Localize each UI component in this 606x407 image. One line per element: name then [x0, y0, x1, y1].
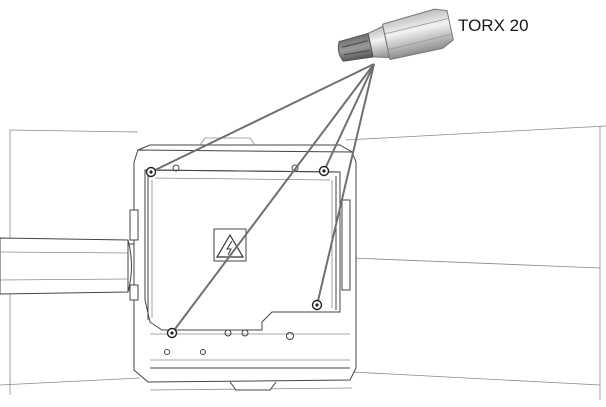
top-left-screw — [145, 166, 157, 178]
tool-label: TORX 20 — [458, 16, 529, 35]
bottom-left-screw — [166, 327, 178, 339]
side-pipe — [0, 237, 137, 295]
top-right-screw — [318, 165, 330, 177]
panel-fasteners — [164, 164, 299, 355]
torx-bit-icon — [337, 8, 454, 62]
wall-outline — [0, 125, 606, 400]
bottom-right-screw — [311, 299, 323, 311]
leader-lines — [150, 63, 375, 334]
